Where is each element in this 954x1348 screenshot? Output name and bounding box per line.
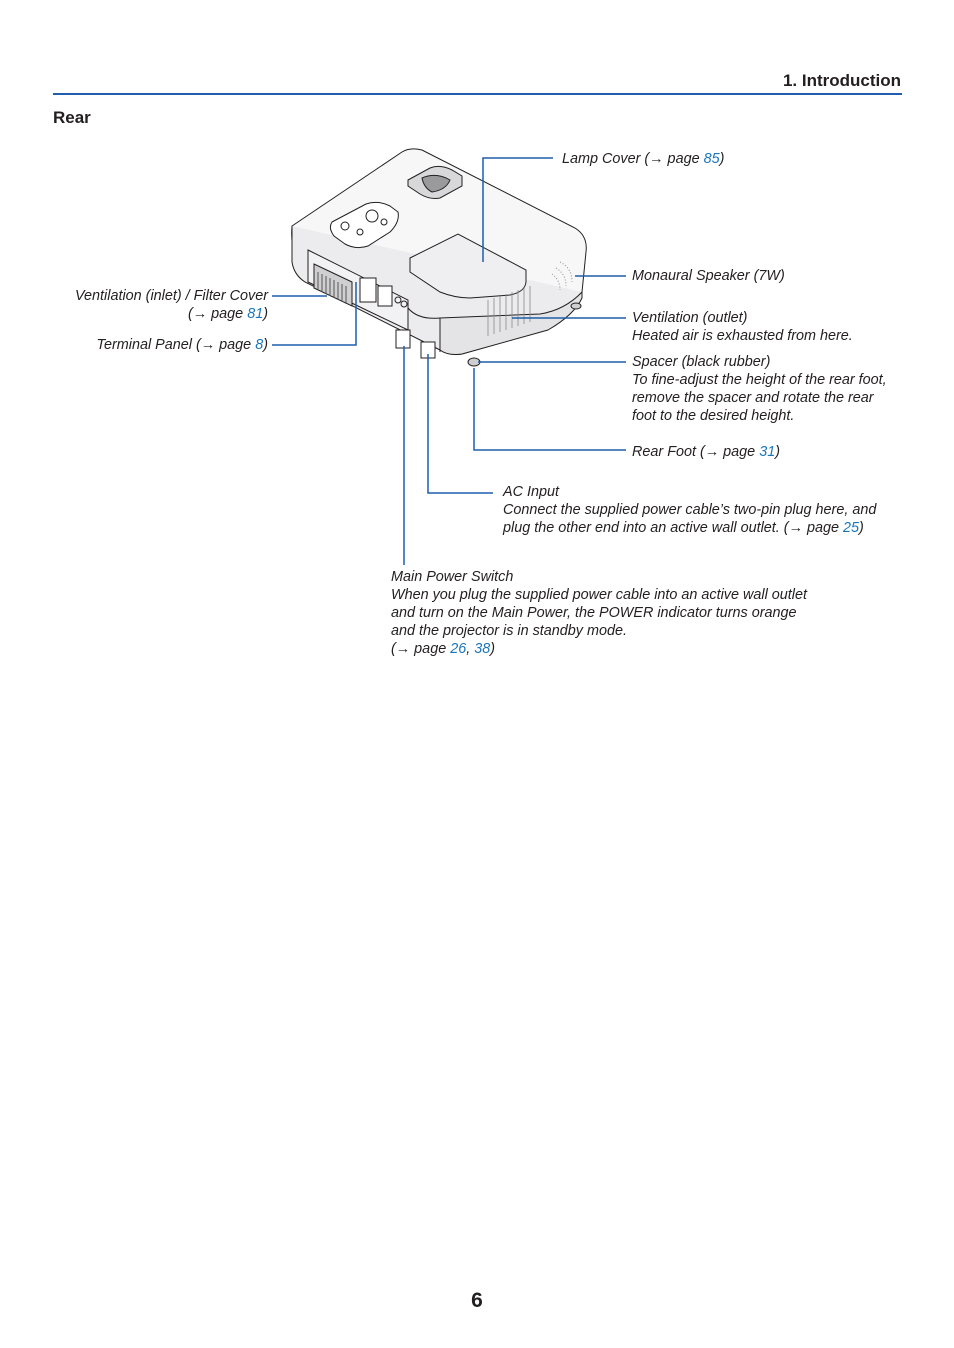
chapter-title: 1. Introduction xyxy=(782,71,901,90)
projector-illustration xyxy=(291,148,587,367)
page-link[interactable]: 38 xyxy=(474,641,491,657)
speaker-label: Monaural Speaker (7W) xyxy=(632,268,785,284)
page-link[interactable]: 26 xyxy=(450,641,467,657)
page-link[interactable]: 25 xyxy=(843,520,860,536)
page-number: 6 xyxy=(471,1289,483,1312)
header-rule xyxy=(53,93,902,95)
lamp-cover-label: Lamp Cover (→ page 85) xyxy=(562,151,725,167)
page-link[interactable]: 8 xyxy=(255,337,264,353)
page-link[interactable]: 85 xyxy=(703,151,720,167)
rear-foot-label: Rear Foot (→ page 31) xyxy=(632,444,780,460)
spacer-label: Spacer (black rubber) To fine-adjust the… xyxy=(632,354,887,424)
vent-outlet-label: Ventilation (outlet) Heated air is exhau… xyxy=(632,310,853,344)
ac-input-label: AC Input Connect the supplied power cabl… xyxy=(503,484,877,536)
page-link[interactable]: 81 xyxy=(247,306,264,322)
projector-diagram xyxy=(272,148,626,565)
section-title: Rear xyxy=(53,108,91,127)
page-link[interactable]: 31 xyxy=(759,444,776,460)
terminal-panel-label: Terminal Panel (→ page 8) xyxy=(96,337,268,353)
vent-inlet-label: Ventilation (inlet) / Filter Cover (→ pa… xyxy=(74,288,268,322)
callout-lines xyxy=(272,157,626,565)
main-power-label: Main Power Switch When you plug the supp… xyxy=(391,569,807,657)
